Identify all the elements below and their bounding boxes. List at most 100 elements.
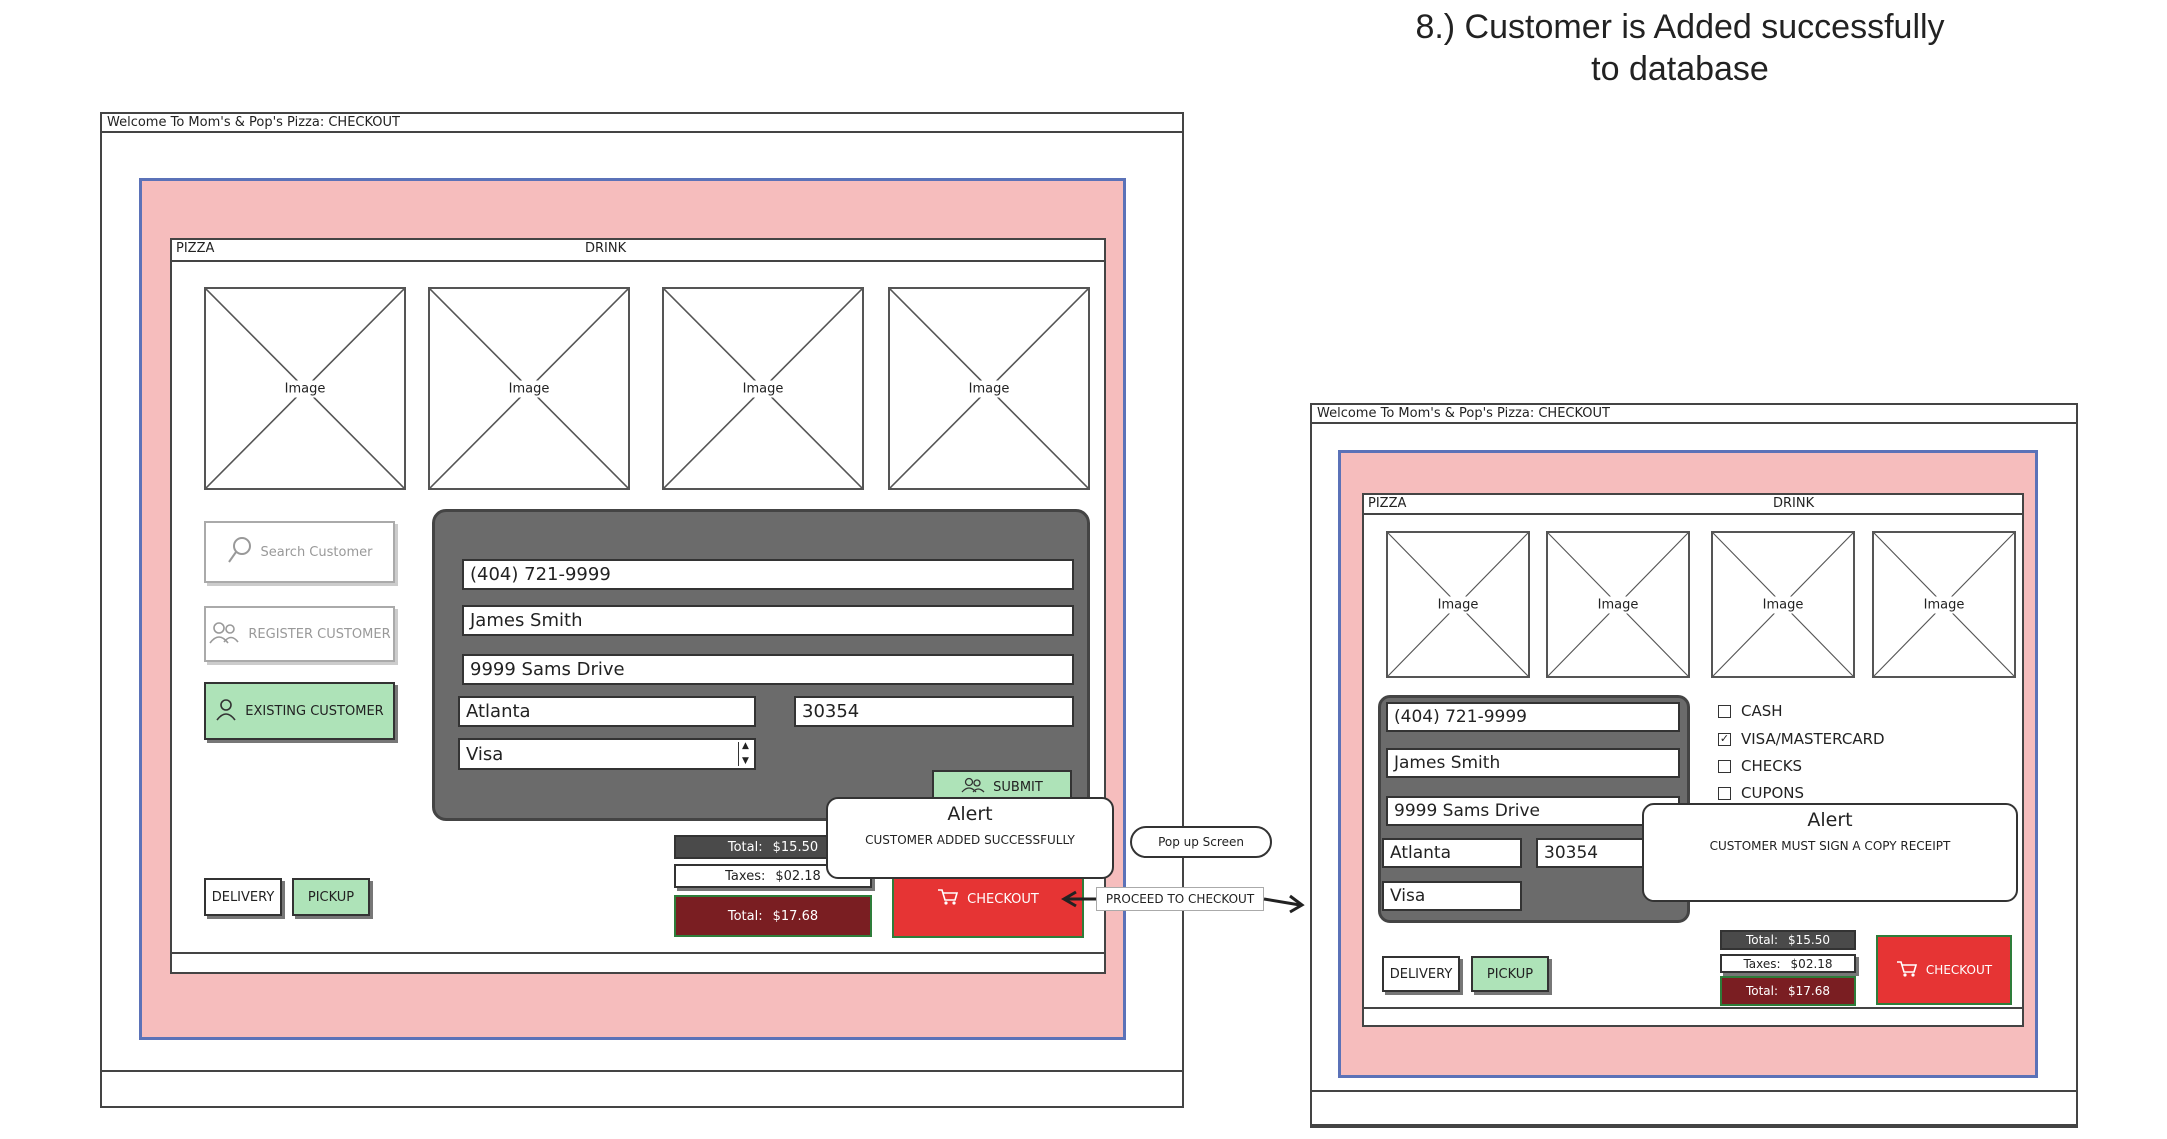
- name-field[interactable]: James Smith: [462, 605, 1074, 636]
- pickup-button[interactable]: PICKUP: [292, 878, 370, 916]
- delivery-label: DELIVERY: [211, 889, 275, 905]
- delivery-button[interactable]: DELIVERY: [204, 878, 282, 916]
- caption-line-2: to database: [1591, 50, 1769, 88]
- alert-title: Alert: [1807, 809, 1853, 831]
- payment-field[interactable]: Visa: [1382, 881, 1522, 911]
- street-field[interactable]: 9999 Sams Drive: [462, 654, 1074, 685]
- product-image[interactable]: Image: [662, 287, 864, 490]
- image-label: Image: [1433, 596, 1483, 613]
- pickup-label: PICKUP: [307, 889, 355, 905]
- delivery-label: DELIVERY: [1389, 966, 1453, 982]
- payment-option-visa[interactable]: ✓ VISA/MASTERCARD: [1718, 730, 1885, 748]
- taxes-label: Taxes:: [725, 868, 766, 884]
- category-tabs: PIZZA DRINK: [1362, 493, 2024, 515]
- name-field[interactable]: James Smith: [1386, 748, 1680, 778]
- image-label: Image: [280, 380, 330, 397]
- cart-icon: [937, 888, 959, 910]
- search-customer-label: Search Customer: [260, 544, 373, 560]
- alert-title: Alert: [947, 803, 993, 825]
- product-image[interactable]: Image: [1711, 531, 1855, 678]
- grand-total-label: Total:: [1745, 984, 1779, 998]
- submit-label: SUBMIT: [993, 779, 1043, 795]
- product-image[interactable]: Image: [1872, 531, 2016, 678]
- register-customer-button[interactable]: REGISTER CUSTOMER: [204, 606, 395, 662]
- product-image[interactable]: Image: [1386, 531, 1530, 678]
- flow-arrows: [1061, 890, 1305, 914]
- window-statusbar: [100, 1070, 1184, 1108]
- checked-checkbox-icon[interactable]: ✓: [1718, 731, 1731, 746]
- taxes-value: $02.18: [1790, 956, 1833, 971]
- zip-field[interactable]: 30354: [794, 696, 1074, 727]
- product-image[interactable]: Image: [1546, 531, 1690, 678]
- image-label: Image: [504, 380, 554, 397]
- bottom-bar: [170, 952, 1106, 974]
- tab-pizza[interactable]: PIZZA: [176, 241, 215, 256]
- existing-customer-label: EXISTING CUSTOMER: [245, 703, 384, 719]
- success-alert: Alert CUSTOMER ADDED SUCCESSFULLY: [826, 797, 1114, 879]
- alert-message: CUSTOMER ADDED SUCCESSFULLY: [865, 833, 1075, 847]
- tab-drink[interactable]: DRINK: [585, 241, 627, 256]
- subtotal-display: Total: $15.50: [1720, 930, 1856, 950]
- delivery-button[interactable]: DELIVERY: [1382, 956, 1460, 992]
- subtotal-value: $15.50: [1788, 933, 1831, 947]
- storyboard-caption: 8.) Customer is Added successfully to da…: [1300, 6, 2060, 90]
- payment-options: CASH ✓ VISA/MASTERCARD CHECKS CUPONS: [1718, 698, 1958, 810]
- image-label: Image: [964, 380, 1014, 397]
- phone-field[interactable]: (404) 721-9999: [462, 559, 1074, 590]
- subtotal-value: $15.50: [772, 839, 819, 855]
- users-icon: [961, 777, 985, 797]
- receipt-alert: Alert CUSTOMER MUST SIGN A COPY RECEIPT: [1642, 803, 2018, 902]
- checkbox-icon[interactable]: [1718, 759, 1731, 773]
- city-field[interactable]: Atlanta: [458, 696, 756, 727]
- tab-pizza[interactable]: PIZZA: [1368, 496, 1407, 511]
- grand-total-value: $17.68: [772, 908, 819, 924]
- proceed-to-checkout-note: PROCEED TO CHECKOUT: [1096, 887, 1264, 911]
- existing-customer-button[interactable]: EXISTING CUSTOMER: [204, 682, 395, 740]
- tab-drink[interactable]: DRINK: [1773, 496, 1815, 511]
- product-image[interactable]: Image: [888, 287, 1090, 490]
- alert-message: CUSTOMER MUST SIGN A COPY RECEIPT: [1709, 839, 1951, 853]
- pickup-label: PICKUP: [1486, 966, 1534, 982]
- register-customer-label: REGISTER CUSTOMER: [248, 626, 391, 642]
- user-icon: [215, 697, 237, 725]
- taxes-value: $02.18: [775, 868, 821, 884]
- taxes-display: Taxes: $02.18: [1720, 954, 1856, 973]
- payment-option-checks[interactable]: CHECKS: [1718, 757, 1802, 775]
- option-label: CHECKS: [1741, 757, 1803, 775]
- grand-total-display: Total: $17.68: [674, 895, 872, 937]
- subtotal-label: Total:: [727, 839, 763, 855]
- bottom-bar: [1362, 1007, 2024, 1027]
- users-icon: [208, 620, 240, 648]
- city-field[interactable]: Atlanta: [1382, 838, 1522, 868]
- option-label: CASH: [1741, 702, 1783, 720]
- checkout-label: CHECKOUT: [967, 891, 1039, 907]
- payment-option-cash[interactable]: CASH: [1718, 702, 1783, 720]
- taxes-label: Taxes:: [1743, 956, 1781, 971]
- checkbox-icon[interactable]: [1718, 704, 1731, 718]
- search-icon: [227, 536, 253, 568]
- product-image[interactable]: Image: [204, 287, 406, 490]
- grand-total-label: Total:: [727, 908, 763, 924]
- product-image[interactable]: Image: [428, 287, 630, 490]
- checkout-button[interactable]: CHECKOUT: [1876, 935, 2012, 1005]
- pickup-button[interactable]: PICKUP: [1471, 956, 1549, 992]
- window-statusbar: [1310, 1090, 2078, 1126]
- window-title: Welcome To Mom's & Pop's Pizza: CHECKOUT: [102, 114, 1182, 133]
- image-label: Image: [738, 380, 788, 397]
- grand-total-display: Total: $17.68: [1720, 976, 1856, 1006]
- option-label: CUPONS: [1741, 784, 1805, 802]
- spinner-arrows-icon[interactable]: ▲▼: [738, 742, 752, 766]
- image-label: Image: [1919, 596, 1969, 613]
- popup-screen-callout: Pop up Screen: [1130, 826, 1272, 858]
- payment-select[interactable]: Visa ▲▼: [458, 738, 756, 770]
- phone-field[interactable]: (404) 721-9999: [1386, 702, 1680, 732]
- payment-option-cupons[interactable]: CUPONS: [1718, 784, 1804, 802]
- search-customer-button[interactable]: Search Customer: [204, 521, 395, 583]
- window-title: Welcome To Mom's & Pop's Pizza: CHECKOUT: [1312, 405, 2076, 424]
- cart-icon: [1896, 960, 1918, 981]
- checkbox-icon[interactable]: [1718, 786, 1731, 800]
- checkout-label: CHECKOUT: [1925, 963, 1993, 977]
- street-field[interactable]: 9999 Sams Drive: [1386, 796, 1680, 826]
- category-tabs: PIZZA DRINK: [170, 238, 1106, 262]
- grand-total-value: $17.68: [1788, 984, 1831, 998]
